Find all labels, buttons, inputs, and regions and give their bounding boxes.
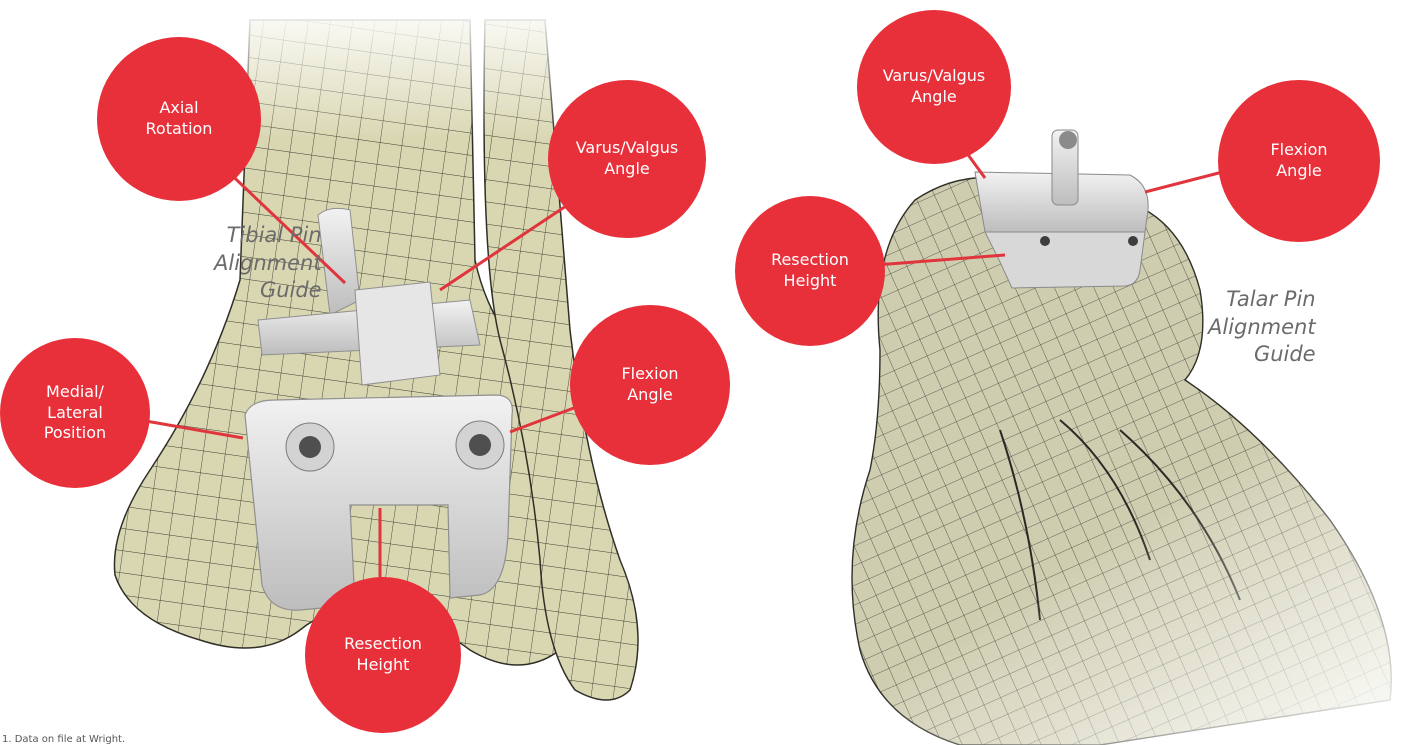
talar-title-line1: Talar Pin [1208, 286, 1316, 314]
callout-text: Resection [344, 634, 422, 655]
callout-text: Rotation [146, 119, 213, 140]
tibial-title-line3: Guide [214, 277, 322, 305]
callout-text: Angle [621, 385, 678, 406]
callout-text: Flexion [621, 364, 678, 385]
callout-text: Angle [883, 87, 986, 108]
callout-text: Height [771, 271, 849, 292]
talar-title-line3: Guide [1208, 341, 1316, 369]
tibial-title-line2: Alignment [214, 250, 322, 278]
callout-text: Varus/Valgus [883, 66, 986, 87]
callout-text: Axial [146, 98, 213, 119]
talar-title-line2: Alignment [1208, 314, 1316, 342]
callout-text: Angle [1270, 161, 1327, 182]
callout-text: Lateral [44, 403, 106, 424]
footnote: 1. Data on file at Wright. [2, 734, 125, 745]
callout-text: Medial/ [44, 382, 106, 403]
callout-text: Height [344, 655, 422, 676]
callout-text: Angle [576, 159, 679, 180]
talar-guide-device [975, 130, 1148, 288]
talar-guide-title: Talar Pin Alignment Guide [1208, 286, 1316, 369]
callout-text: Resection [771, 250, 849, 271]
callout-text: Position [44, 423, 106, 444]
callout-text: Flexion [1270, 140, 1327, 161]
tibial-guide-title: Tibial Pin Alignment Guide [214, 222, 322, 305]
callout-text: Varus/Valgus [576, 138, 679, 159]
tibial-title-line1: Tibial Pin [214, 222, 322, 250]
